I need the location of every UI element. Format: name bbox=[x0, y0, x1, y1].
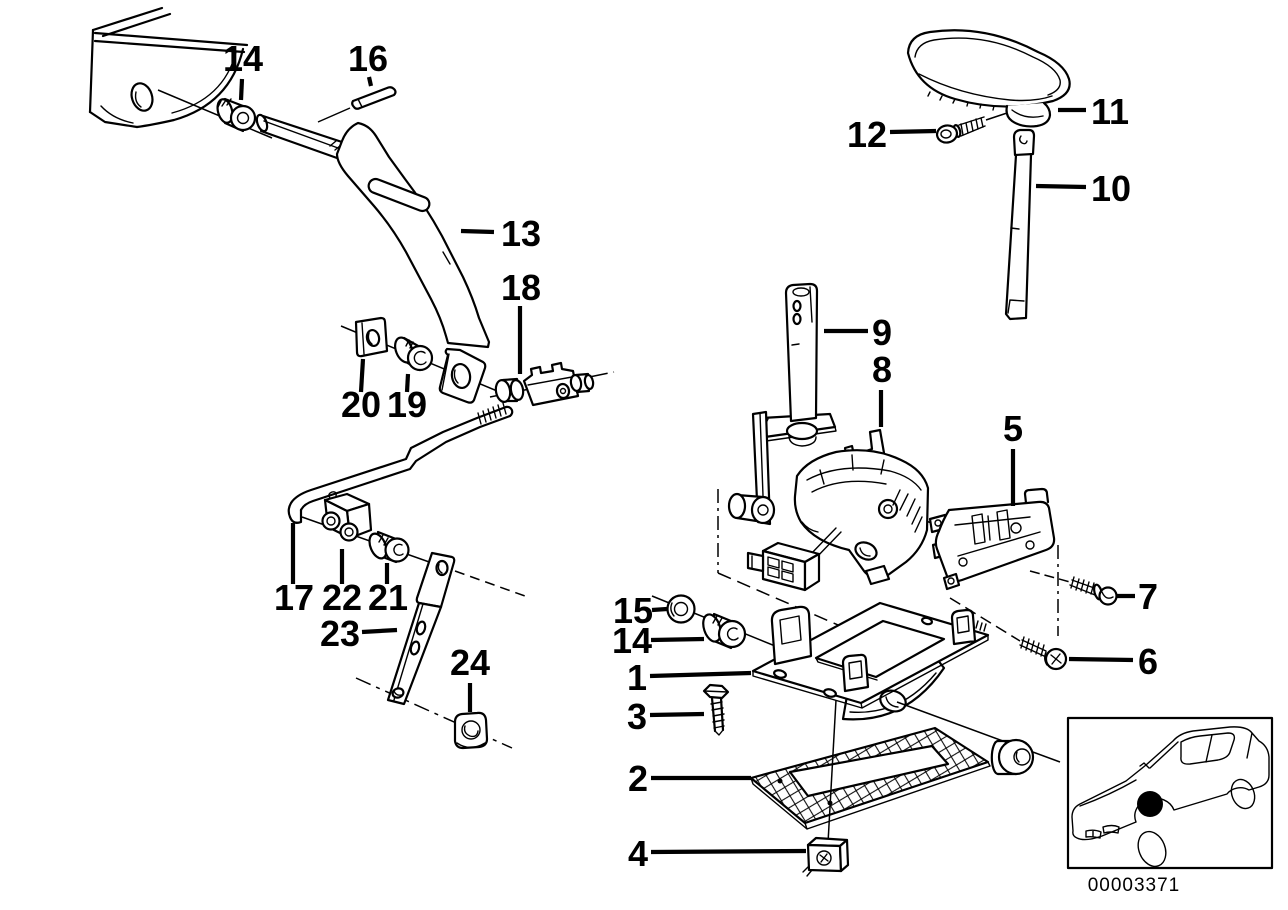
leader-10 bbox=[1035, 183, 1087, 190]
connector-block bbox=[746, 527, 842, 592]
leader-14-mid bbox=[650, 636, 705, 643]
car-icon bbox=[1071, 726, 1270, 868]
part-5-switch bbox=[928, 487, 1056, 591]
part-12-screw bbox=[935, 116, 986, 144]
leader-16 bbox=[366, 76, 374, 87]
part-21-bushing bbox=[368, 530, 410, 564]
callout-13: 13 bbox=[501, 213, 541, 254]
callout-11: 11 bbox=[1091, 91, 1129, 132]
part-7-screw bbox=[1069, 576, 1118, 606]
part-17-rod bbox=[287, 402, 514, 524]
part-13-selector-lever bbox=[255, 113, 491, 404]
callout-4: 4 bbox=[628, 833, 648, 874]
callout-7: 7 bbox=[1138, 576, 1158, 617]
callouts: 14 16 13 18 20 19 17 22 21 23 24 15 14 1… bbox=[223, 38, 1158, 874]
callout-21: 21 bbox=[368, 577, 408, 618]
part-20-clip bbox=[354, 316, 389, 358]
part-22-clamp bbox=[321, 491, 373, 542]
callout-19: 19 bbox=[387, 384, 427, 425]
part-24-nut bbox=[453, 711, 489, 750]
part-4-clip bbox=[802, 836, 850, 877]
location-dot bbox=[1137, 791, 1163, 817]
leader-14-top bbox=[238, 78, 245, 101]
part-15-washer bbox=[666, 594, 696, 624]
grommet bbox=[990, 738, 1035, 776]
part-9-guide-tube bbox=[727, 282, 837, 526]
leader-15 bbox=[651, 606, 668, 613]
callout-5: 5 bbox=[1003, 408, 1023, 449]
leader-20 bbox=[358, 358, 366, 393]
leader-6 bbox=[1068, 656, 1134, 663]
part-18-bracket bbox=[494, 361, 595, 407]
callout-6: 6 bbox=[1138, 641, 1158, 682]
inset-border bbox=[1066, 716, 1274, 870]
callout-22: 22 bbox=[322, 577, 362, 618]
leader-12 bbox=[889, 128, 937, 135]
callout-20: 20 bbox=[341, 384, 381, 425]
leader-23 bbox=[361, 627, 398, 635]
callout-8: 8 bbox=[872, 349, 892, 390]
callout-1: 1 bbox=[627, 657, 647, 698]
leader-1 bbox=[649, 670, 752, 679]
callout-15: 15 bbox=[613, 590, 653, 631]
callout-2: 2 bbox=[628, 758, 648, 799]
car-location-inset: 00003371 bbox=[1066, 716, 1274, 896]
callout-12: 12 bbox=[847, 114, 887, 155]
body-panel bbox=[88, 6, 249, 129]
part-2-insulation-mat bbox=[749, 726, 991, 830]
part-11-knob bbox=[906, 29, 1071, 128]
part-19-bushing bbox=[394, 336, 434, 372]
callout-18: 18 bbox=[501, 267, 541, 308]
leader-4 bbox=[650, 848, 807, 855]
callout-3: 3 bbox=[627, 696, 647, 737]
part-3-screw bbox=[702, 683, 730, 736]
callout-14-mid: 14 bbox=[612, 620, 652, 661]
part-23-bracket bbox=[386, 551, 456, 706]
part-6-screw bbox=[1019, 636, 1068, 671]
part-1-base-plate bbox=[751, 601, 990, 709]
callout-10: 10 bbox=[1091, 168, 1131, 209]
part-14-bushing-top bbox=[216, 97, 257, 133]
callout-14-top: 14 bbox=[223, 38, 263, 79]
shift-mechanism-housing bbox=[793, 449, 930, 586]
part-16-pin bbox=[351, 86, 397, 110]
leader-19 bbox=[404, 373, 411, 393]
leader-3 bbox=[649, 711, 705, 718]
part-10-lever-rod bbox=[1004, 128, 1036, 321]
part-14-bushing-mid bbox=[702, 612, 747, 650]
callout-16: 16 bbox=[348, 38, 388, 79]
callout-17: 17 bbox=[274, 577, 314, 618]
leader-13 bbox=[460, 228, 495, 235]
callout-23: 23 bbox=[320, 613, 360, 654]
callout-9: 9 bbox=[872, 312, 892, 353]
drawing-number: 00003371 bbox=[1088, 875, 1181, 896]
callout-24: 24 bbox=[450, 642, 490, 683]
